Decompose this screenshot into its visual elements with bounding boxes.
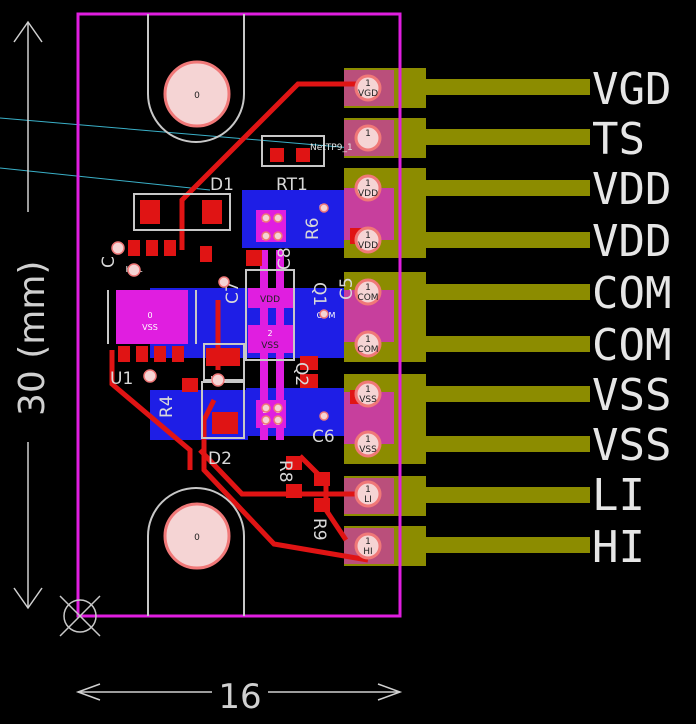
pin-label: LI: [592, 470, 645, 521]
connector-pad: [354, 226, 382, 254]
dimension-vertical: 30 (mm): [8, 20, 53, 610]
connector-pad-net: VSS: [359, 445, 377, 455]
ref-c5: C5: [337, 277, 357, 300]
connector-pad: [354, 330, 382, 358]
u1-zero: 0: [147, 311, 152, 320]
mounting-hole-bottom: 0: [147, 487, 245, 616]
connector-pad-number: 1: [365, 179, 371, 189]
u1-vss: VSS: [142, 323, 158, 332]
height-dimension-label: 30 (mm): [12, 261, 53, 416]
connector-pad: [354, 532, 382, 560]
connector-pad-net: VDD: [358, 189, 378, 199]
vias: [111, 203, 329, 425]
ratsnest-line-2: [0, 167, 211, 191]
connector-pad: [354, 380, 382, 408]
connector-pad-net: VDD: [358, 241, 378, 251]
connector-pad-number: 1: [365, 231, 371, 241]
connector-pad: [354, 74, 382, 102]
ref-r4: R4: [157, 395, 177, 418]
width-dimension-label: 16: [218, 677, 261, 717]
ref-d1: D1: [210, 175, 234, 195]
ref-u1: U1: [110, 369, 133, 389]
connector-pad-number: 1: [365, 485, 371, 495]
q2-num: 2: [267, 329, 272, 338]
connector-pad-number: 1: [365, 435, 371, 445]
top-copper-traces: [109, 81, 369, 563]
pin-label: TS: [592, 114, 645, 165]
connector-pad: [354, 174, 382, 202]
connector-pad-net: COM: [357, 345, 378, 355]
pin-label: HI: [592, 522, 645, 573]
pin-label: VSS: [592, 420, 671, 471]
pin-label: VSS: [592, 370, 671, 421]
connector-pad-net: LI: [364, 495, 372, 505]
connector-pad: [354, 480, 382, 508]
reference-designators: D1 RT1 R6 C8 Q1 C5 C7 Q2 C6 U1 R4 D2 R8 …: [99, 175, 357, 541]
connector-pad-net: VSS: [359, 395, 377, 405]
connector-pad-net: HI: [363, 547, 372, 557]
hole-label: 0: [194, 533, 200, 543]
ref-c6: C6: [312, 427, 335, 447]
connector-pad: [354, 124, 382, 152]
connector-pad-number: 1: [365, 79, 371, 89]
q1-pad-label: VDD: [260, 295, 280, 305]
connector-pad-number: 1: [365, 335, 371, 345]
ref-q2: Q2: [291, 362, 311, 386]
ref-q1: Q1: [309, 282, 329, 306]
pin-label: VDD: [592, 164, 671, 215]
ref-c8: C8: [275, 247, 295, 270]
net-label: NetTP9_1: [310, 143, 353, 153]
ref-r8: R8: [275, 460, 295, 483]
ref-r9: R9: [309, 518, 329, 541]
pin-label: COM: [592, 268, 671, 319]
connector-pad-net: VGD: [358, 89, 378, 99]
connector-pad: [354, 278, 382, 306]
ref-c7: C7: [223, 281, 243, 304]
mounting-hole-top: 0: [147, 14, 245, 143]
connector-pad-number: 1: [365, 537, 371, 547]
ref-r6: R6: [303, 217, 323, 240]
pin-label: COM: [592, 320, 671, 371]
board-outline: [76, 12, 402, 618]
ref-c-u1: C: [99, 256, 119, 268]
connector-pad: [354, 430, 382, 458]
ratsnest-line-1: [0, 117, 353, 149]
hole-label: 0: [194, 91, 200, 101]
connector-pad-number: 1: [365, 283, 371, 293]
connector-pad-number: 1: [365, 385, 371, 395]
ref-d2: D2: [208, 449, 232, 469]
connector-pad-net: COM: [357, 293, 378, 303]
connector-pad-number: 1: [365, 129, 371, 139]
ref-rt1: RT1: [276, 175, 308, 195]
pin-label: VGD: [592, 64, 671, 115]
q2-pad-label: VSS: [261, 341, 279, 351]
dimension-horizontal: 16: [75, 672, 403, 717]
pin-label: VDD: [592, 216, 671, 267]
